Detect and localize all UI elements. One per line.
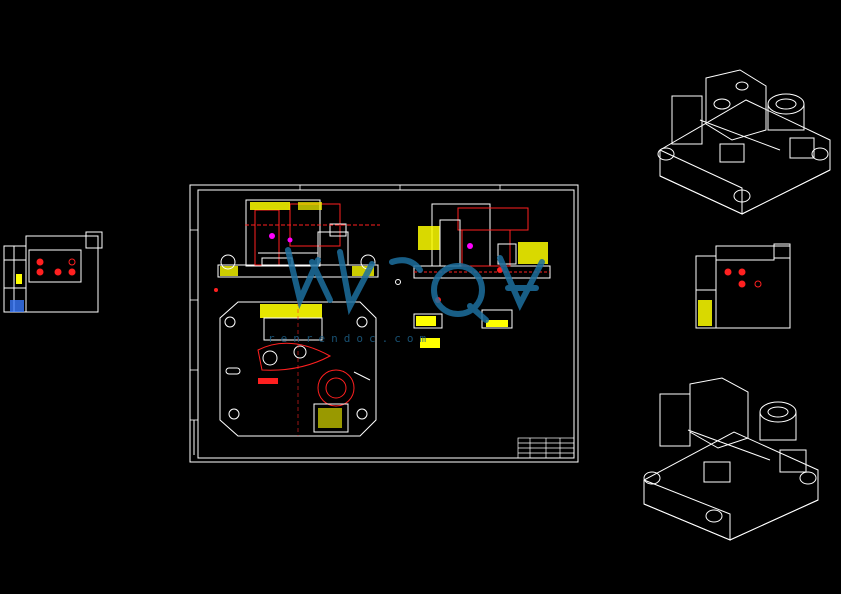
watermark-url: renrendoc.com [268, 332, 433, 345]
watermark-logo [285, 247, 545, 323]
side-view [413, 203, 551, 279]
left-side-view [3, 231, 103, 313]
drawing-sheet [189, 184, 579, 463]
title-block [517, 437, 575, 459]
isometric-view-bottom [643, 377, 819, 541]
front-view [217, 199, 380, 278]
right-side-view [695, 243, 791, 329]
isometric-view-top [657, 69, 831, 215]
top-view-plan [219, 301, 377, 437]
